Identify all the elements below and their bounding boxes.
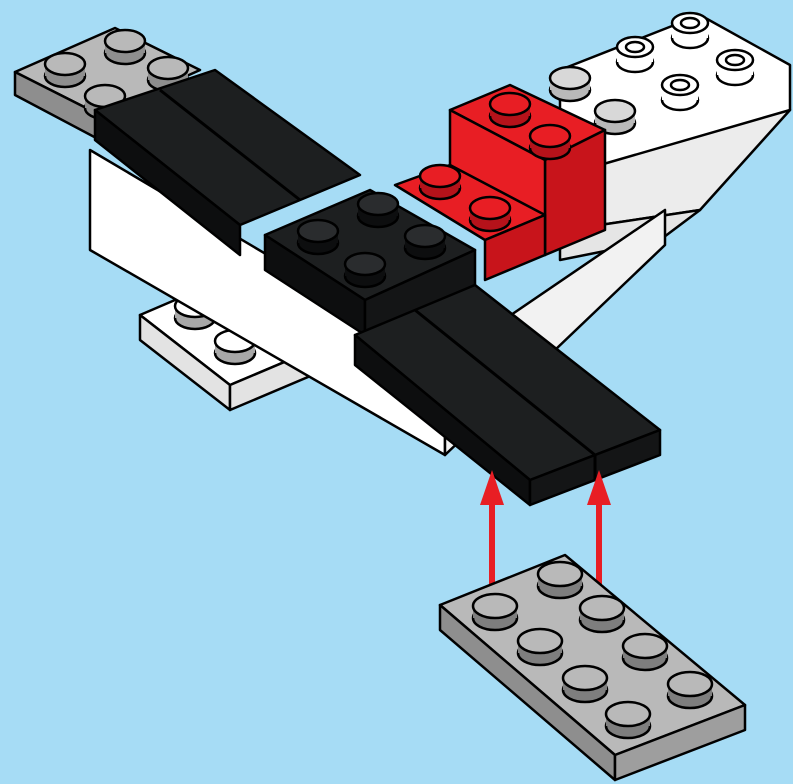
instruction-illustration (0, 0, 793, 784)
